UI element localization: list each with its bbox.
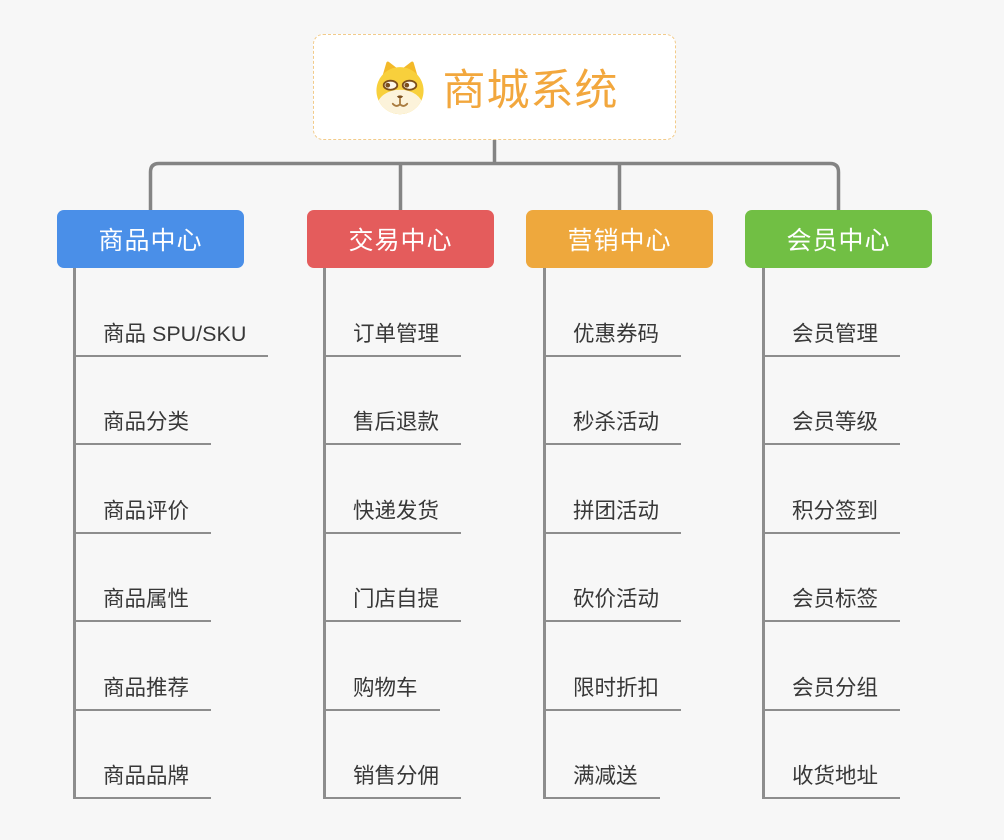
leaf-node[interactable]: 会员等级: [762, 410, 901, 445]
leaf-node[interactable]: 会员标签: [762, 587, 901, 622]
branch-children-member-center: 会员管理 会员等级 积分签到 会员标签 会员分组 收货地址: [762, 268, 1004, 799]
root-title: 商城系统: [442, 67, 619, 115]
leaf-row: 满减送: [543, 711, 788, 799]
leaf-row: 商品属性: [73, 534, 318, 622]
leaf-node[interactable]: 商品 SPU/SKU: [73, 322, 269, 357]
branch-trunk-line: [762, 268, 765, 799]
leaf-row: 售后退款: [323, 357, 568, 445]
leaf-row: 商品推荐: [73, 622, 318, 711]
branch-label: 商品中心: [98, 227, 203, 255]
leaf-node[interactable]: 购物车: [323, 676, 440, 711]
leaf-row: 优惠券码: [543, 268, 788, 357]
branch-trunk-line: [323, 268, 326, 799]
dog-face-icon: [375, 61, 424, 115]
leaf-row: 销售分佣: [323, 711, 568, 799]
leaf-row: 购物车: [323, 622, 568, 711]
branch-node-member-center[interactable]: 会员中心: [745, 210, 932, 268]
branch-label: 营销中心: [567, 227, 672, 255]
leaf-node[interactable]: 商品品牌: [73, 764, 212, 799]
leaf-row: 门店自提: [323, 534, 568, 622]
leaf-row: 商品 SPU/SKU: [73, 268, 318, 357]
leaf-node[interactable]: 满减送: [543, 764, 660, 799]
branch-node-product-center[interactable]: 商品中心: [57, 210, 244, 268]
leaf-node[interactable]: 门店自提: [323, 587, 462, 622]
branch-trunk-line: [73, 268, 76, 799]
branch-trunk-line: [543, 268, 546, 799]
leaf-node[interactable]: 会员分组: [762, 676, 901, 711]
leaf-node[interactable]: 商品属性: [73, 587, 212, 622]
root-node[interactable]: 商城系统: [313, 34, 676, 140]
branch-children-trade-center: 订单管理 售后退款 快递发货 门店自提 购物车 销售分佣: [323, 268, 568, 799]
leaf-node[interactable]: 积分签到: [762, 499, 901, 534]
leaf-row: 积分签到: [762, 445, 1004, 534]
leaf-row: 快递发货: [323, 445, 568, 534]
branch-label: 会员中心: [786, 227, 891, 255]
leaf-row: 会员等级: [762, 357, 1004, 445]
leaf-node[interactable]: 拼团活动: [543, 499, 682, 534]
leaf-node[interactable]: 销售分佣: [323, 764, 462, 799]
branch-label: 交易中心: [348, 227, 453, 255]
leaf-node[interactable]: 快递发货: [323, 499, 462, 534]
branch-children-marketing-center: 优惠券码 秒杀活动 拼团活动 砍价活动 限时折扣 满减送: [543, 268, 788, 799]
leaf-node[interactable]: 收货地址: [762, 764, 901, 799]
leaf-node[interactable]: 商品推荐: [73, 676, 212, 711]
leaf-node[interactable]: 优惠券码: [543, 322, 682, 357]
leaf-node[interactable]: 会员管理: [762, 322, 901, 357]
branch-node-marketing-center[interactable]: 营销中心: [526, 210, 713, 268]
leaf-row: 会员分组: [762, 622, 1004, 711]
leaf-row: 拼团活动: [543, 445, 788, 534]
leaf-node[interactable]: 限时折扣: [543, 676, 682, 711]
leaf-row: 秒杀活动: [543, 357, 788, 445]
leaf-row: 订单管理: [323, 268, 568, 357]
leaf-node[interactable]: 砍价活动: [543, 587, 682, 622]
leaf-node[interactable]: 售后退款: [323, 410, 462, 445]
leaf-row: 砍价活动: [543, 534, 788, 622]
leaf-row: 商品评价: [73, 445, 318, 534]
branch-children-product-center: 商品 SPU/SKU 商品分类 商品评价 商品属性 商品推荐 商品品牌: [73, 268, 318, 799]
leaf-row: 限时折扣: [543, 622, 788, 711]
leaf-node[interactable]: 订单管理: [323, 322, 462, 357]
leaf-row: 商品分类: [73, 357, 318, 445]
branch-node-trade-center[interactable]: 交易中心: [307, 210, 494, 268]
leaf-node[interactable]: 商品分类: [73, 410, 212, 445]
branch-rail-line: [148, 161, 841, 212]
leaf-row: 收货地址: [762, 711, 1004, 799]
leaf-node[interactable]: 秒杀活动: [543, 410, 682, 445]
leaf-row: 会员管理: [762, 268, 1004, 357]
leaf-node[interactable]: 商品评价: [73, 499, 212, 534]
leaf-row: 会员标签: [762, 534, 1004, 622]
leaf-row: 商品品牌: [73, 711, 318, 799]
